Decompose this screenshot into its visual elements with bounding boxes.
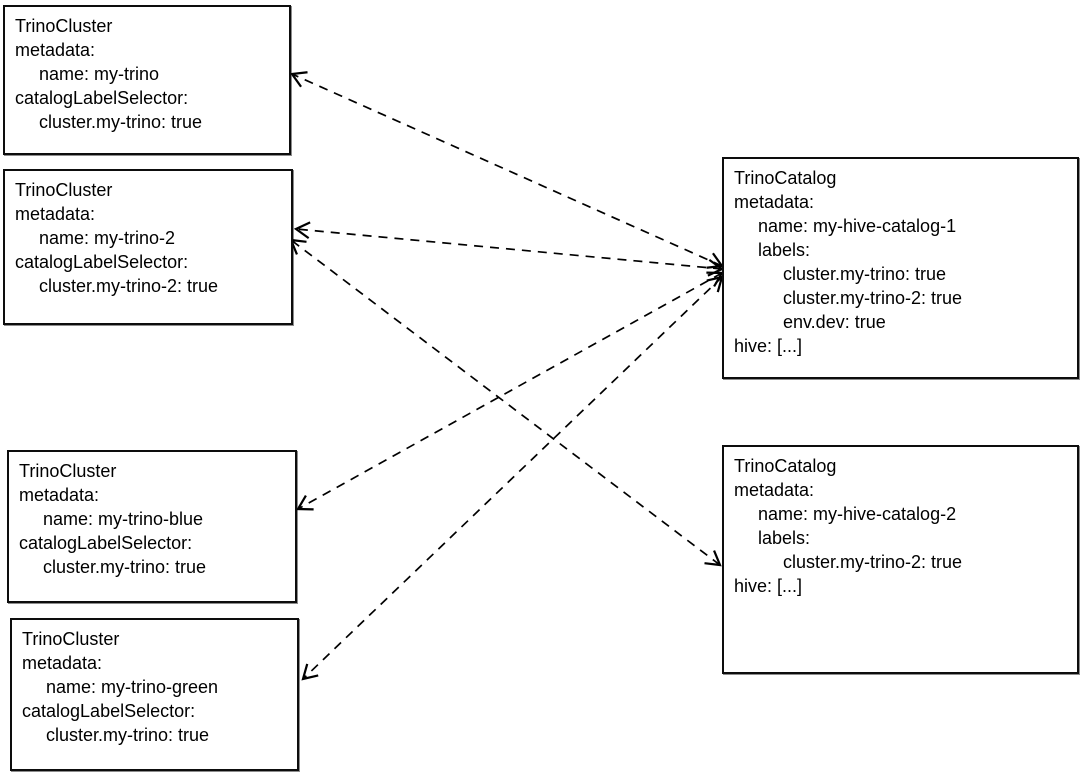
- connection--trinocatalog-my-hive-catalog-2--trinocluster-my-trino-2: [289, 238, 722, 567]
- trinocatalog-my-hive-catalog-1-box: TrinoCatalog metadata: name: my-hive-catal…: [722, 157, 1079, 379]
- box-text-line: TrinoCluster: [22, 629, 120, 649]
- box-text-line: name: my-trino: [39, 64, 160, 84]
- box-text-line: catalogLabelSelector:: [19, 533, 193, 553]
- box-text-line: name: my-trino-2: [39, 228, 176, 248]
- box-text-line: name: my-trino-blue: [43, 509, 204, 529]
- box-text-line: TrinoCluster: [19, 461, 117, 481]
- box-text-line: TrinoCatalog: [734, 168, 837, 188]
- connection--trinocatalog-my-hive-catalog-1--trinocluster-my-trino: [290, 71, 724, 269]
- trinocatalog-my-hive-catalog-2-box: TrinoCatalog metadata: name: my-hive-catal…: [722, 445, 1079, 674]
- box-text-line: name: my-hive-catalog-2: [758, 504, 957, 524]
- box-text-line: TrinoCluster: [15, 16, 113, 36]
- box-text-line: metadata:: [734, 192, 815, 212]
- box-text-line: metadata:: [734, 480, 815, 500]
- box-text-line: labels:: [758, 528, 811, 548]
- box-text-line: hive: [...]: [734, 576, 803, 596]
- connection--trinocatalog-my-hive-catalog-1--trinocluster-my-trino-blue: [296, 271, 724, 511]
- box-text-line: metadata:: [15, 40, 96, 60]
- box-text-line: TrinoCluster: [15, 180, 113, 200]
- box-text-line: env.dev: true: [783, 312, 886, 332]
- box-text-line: cluster.my-trino-2: true: [783, 552, 963, 572]
- box-text-line: cluster.my-trino: true: [46, 725, 210, 745]
- box-text-line: cluster.my-trino-2: true: [39, 276, 219, 296]
- box-text-line: metadata:: [19, 485, 100, 505]
- box-text-line: catalogLabelSelector:: [22, 701, 196, 721]
- box-text-line: cluster.my-trino: true: [39, 112, 203, 132]
- box-text-line: cluster.my-trino: true: [783, 264, 947, 284]
- box-text-line: hive: [...]: [734, 336, 803, 356]
- connection--trinocatalog-my-hive-catalog-1--trinocluster-my-trino-green: [301, 275, 724, 681]
- trinocluster-my-trino-green-box: TrinoCluster metadata: name: my-trino-gree…: [10, 618, 299, 771]
- box-text-line: metadata:: [22, 653, 103, 673]
- connection--trinocatalog-my-hive-catalog-1--trinocluster-my-trino-2: [293, 221, 725, 277]
- box-text-line: catalogLabelSelector:: [15, 88, 189, 108]
- box-text-line: metadata:: [15, 204, 96, 224]
- box-text-line: cluster.my-trino-2: true: [783, 288, 963, 308]
- trinocluster-my-trino-blue-box: TrinoCluster metadata: name: my-trino-blue…: [7, 450, 297, 603]
- box-text-line: TrinoCatalog: [734, 456, 837, 476]
- box-text-line: cluster.my-trino: true: [43, 557, 207, 577]
- box-text-line: catalogLabelSelector:: [15, 252, 189, 272]
- box-text-line: labels:: [758, 240, 811, 260]
- trinocluster-my-trino-2-box: TrinoCluster metadata: name: my-trino-2 cat…: [3, 169, 293, 325]
- trinocluster-my-trino-box: TrinoCluster metadata: name: my-trino catal…: [3, 5, 291, 155]
- box-text-line: name: my-trino-green: [46, 677, 219, 697]
- box-text-line: name: my-hive-catalog-1: [758, 216, 957, 236]
